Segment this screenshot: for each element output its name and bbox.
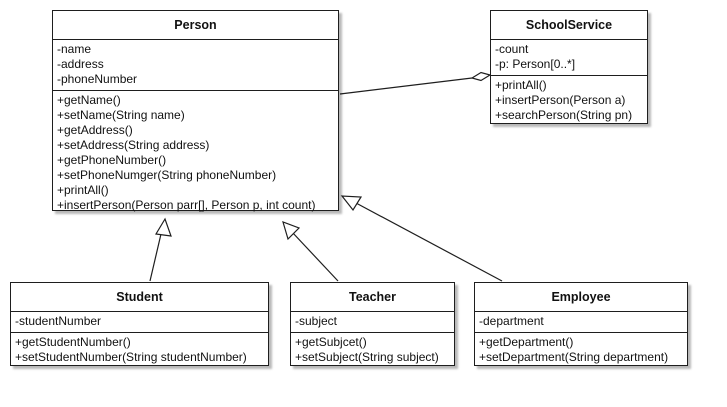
class-name: SchoolService <box>491 11 647 40</box>
aggregation-diamond-icon <box>470 71 492 82</box>
attribute: -subject <box>295 314 338 328</box>
class-name: Teacher <box>291 283 454 312</box>
method: +setAddress(String address) <box>57 138 210 152</box>
attribute: -phoneNumber <box>57 72 138 86</box>
class-name: Person <box>53 11 338 40</box>
student-inheritance-arrow-icon <box>155 217 172 237</box>
method: +printAll() <box>57 183 109 197</box>
method-section: +printAll() +insertPerson(Person a) +sea… <box>491 75 647 126</box>
method: +setDepartment(String department) <box>479 350 669 364</box>
method: +getDepartment() <box>479 335 574 349</box>
method-section: +getDepartment() +setDepartment(String d… <box>475 332 687 368</box>
method-section: +getSubjcet() +setSubject(String subject… <box>291 332 454 368</box>
aggregation-line <box>339 77 473 95</box>
attribute: -address <box>57 57 104 71</box>
class-name: Student <box>11 283 268 312</box>
method: +setSubject(String subject) <box>295 350 439 364</box>
class-teacher[interactable]: Teacher -subject +getSubjcet() +setSubje… <box>290 282 455 366</box>
method: +getStudentNumber() <box>15 335 131 349</box>
method: +searchPerson(String pn) <box>495 108 633 122</box>
employee-generalization-line <box>355 202 503 282</box>
class-person[interactable]: Person -name -address -phoneNumber +getN… <box>52 10 339 212</box>
method: +getAddress() <box>57 123 133 137</box>
attribute: -count <box>495 42 529 56</box>
method: +setStudentNumber(String studentNumber) <box>15 350 247 364</box>
method-section: +getStudentNumber() +setStudentNumber(St… <box>11 332 268 368</box>
student-generalization-line <box>149 233 162 282</box>
method: +printAll() <box>495 78 547 92</box>
attribute-section: -name -address -phoneNumber <box>53 40 338 90</box>
method: +insertPerson(Person parr[], Person p, i… <box>57 198 316 212</box>
attribute-section: -studentNumber <box>11 312 268 332</box>
attribute-section: -department <box>475 312 687 332</box>
class-employee[interactable]: Employee -department +getDepartment() +s… <box>474 282 688 366</box>
method: +getPhoneNumber() <box>57 153 167 167</box>
method: +getSubjcet() <box>295 335 367 349</box>
method: +setPhoneNumger(String phoneNumber) <box>57 168 277 182</box>
attribute: -name <box>57 42 92 56</box>
teacher-generalization-line <box>291 231 339 282</box>
class-student[interactable]: Student -studentNumber +getStudentNumber… <box>10 282 269 366</box>
method: +insertPerson(Person a) <box>495 93 626 107</box>
teacher-inheritance-arrow-icon <box>282 221 301 241</box>
class-name: Employee <box>475 283 687 312</box>
attribute-section: -count -p: Person[0..*] <box>491 40 647 75</box>
employee-inheritance-arrow-icon <box>340 195 363 212</box>
attribute: -studentNumber <box>15 314 102 328</box>
attribute: -p: Person[0..*] <box>495 57 576 71</box>
method-section: +getName() +setName(String name) +getAdd… <box>53 90 338 216</box>
method: +getName() <box>57 93 121 107</box>
class-schoolservice[interactable]: SchoolService -count -p: Person[0..*] +p… <box>490 10 648 124</box>
method: +setName(String name) <box>57 108 185 122</box>
attribute-section: -subject <box>291 312 454 332</box>
attribute: -department <box>479 314 544 328</box>
